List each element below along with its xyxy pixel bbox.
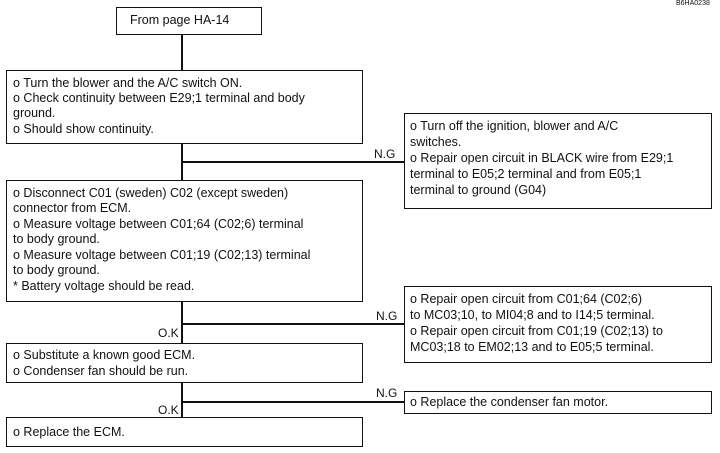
result3-text: o Replace the condenser fan motor. bbox=[410, 395, 609, 409]
result1-line-4: terminal to E05;2 terminal and from E05;… bbox=[410, 167, 642, 181]
result2-box: o Repair open circuit from C01;64 (C02;6… bbox=[404, 286, 712, 363]
label-ng2: N.G bbox=[376, 309, 398, 323]
connector-start-step1 bbox=[181, 35, 183, 71]
branch-ng1 bbox=[181, 161, 405, 163]
result1-box: o Turn off the ignition, blower and A/C … bbox=[404, 113, 712, 209]
step1-line-4: o Should show continuity. bbox=[13, 122, 154, 136]
step2-line-1: o Disconnect C01 (sweden) C02 (except sw… bbox=[13, 186, 289, 200]
connector-step3-step4 bbox=[181, 383, 183, 418]
result2-line-3: o Repair open circuit from C01;19 (C02;1… bbox=[410, 324, 663, 338]
result2-line-4: MC03;18 to EM02;13 and to E05;5 terminal… bbox=[410, 340, 654, 354]
step2-line-7: * Battery voltage should be read. bbox=[13, 279, 195, 293]
step2-box: o Disconnect C01 (sweden) C02 (except sw… bbox=[6, 180, 363, 302]
figure-code: B6HA0238 bbox=[676, 0, 710, 7]
step1-line-1: o Turn the blower and the A/C switch ON. bbox=[13, 76, 243, 90]
step2-line-5: o Measure voltage between C01;19 (C02;13… bbox=[13, 248, 311, 262]
result2-line-2: to MC03;10, to MI04;8 and to I14;5 termi… bbox=[410, 308, 655, 322]
step4-text: o Replace the ECM. bbox=[13, 425, 125, 439]
start-text: From page HA-14 bbox=[130, 13, 230, 27]
label-ng1: N.G bbox=[374, 147, 396, 161]
step3-line-1: o Substitute a known good ECM. bbox=[13, 348, 196, 362]
step3-line-2: o Condenser fan should be run. bbox=[13, 364, 189, 378]
result3-box: o Replace the condenser fan motor. bbox=[404, 391, 712, 414]
step2-line-2: connector from ECM. bbox=[13, 201, 132, 215]
result1-line-1: o Turn off the ignition, blower and A/C bbox=[410, 119, 619, 133]
label-ok2: O.K bbox=[158, 403, 179, 417]
step3-box: o Substitute a known good ECM. o Condens… bbox=[6, 343, 363, 383]
step1-line-2: o Check continuity between E29;1 termina… bbox=[13, 91, 305, 105]
branch-ng3 bbox=[181, 401, 405, 403]
step1-box: o Turn the blower and the A/C switch ON.… bbox=[6, 70, 363, 144]
step4-box: o Replace the ECM. bbox=[6, 417, 363, 447]
result2-line-1: o Repair open circuit from C01;64 (C02;6… bbox=[410, 292, 643, 306]
result1-line-2: switches. bbox=[410, 135, 462, 149]
step1-line-3: ground. bbox=[13, 106, 56, 120]
branch-ng2 bbox=[181, 323, 405, 325]
label-ok1: O.K bbox=[158, 326, 179, 340]
step2-line-6: to body ground. bbox=[13, 263, 100, 277]
result1-line-5: terminal to ground (G04) bbox=[410, 183, 547, 197]
label-ng3: N.G bbox=[376, 386, 398, 400]
result1-line-3: o Repair open circuit in BLACK wire from… bbox=[410, 151, 674, 165]
start-box: From page HA-14 bbox=[116, 7, 262, 35]
step2-line-3: o Measure voltage between C01;64 (C02;6)… bbox=[13, 217, 304, 231]
step2-line-4: to body ground. bbox=[13, 232, 100, 246]
